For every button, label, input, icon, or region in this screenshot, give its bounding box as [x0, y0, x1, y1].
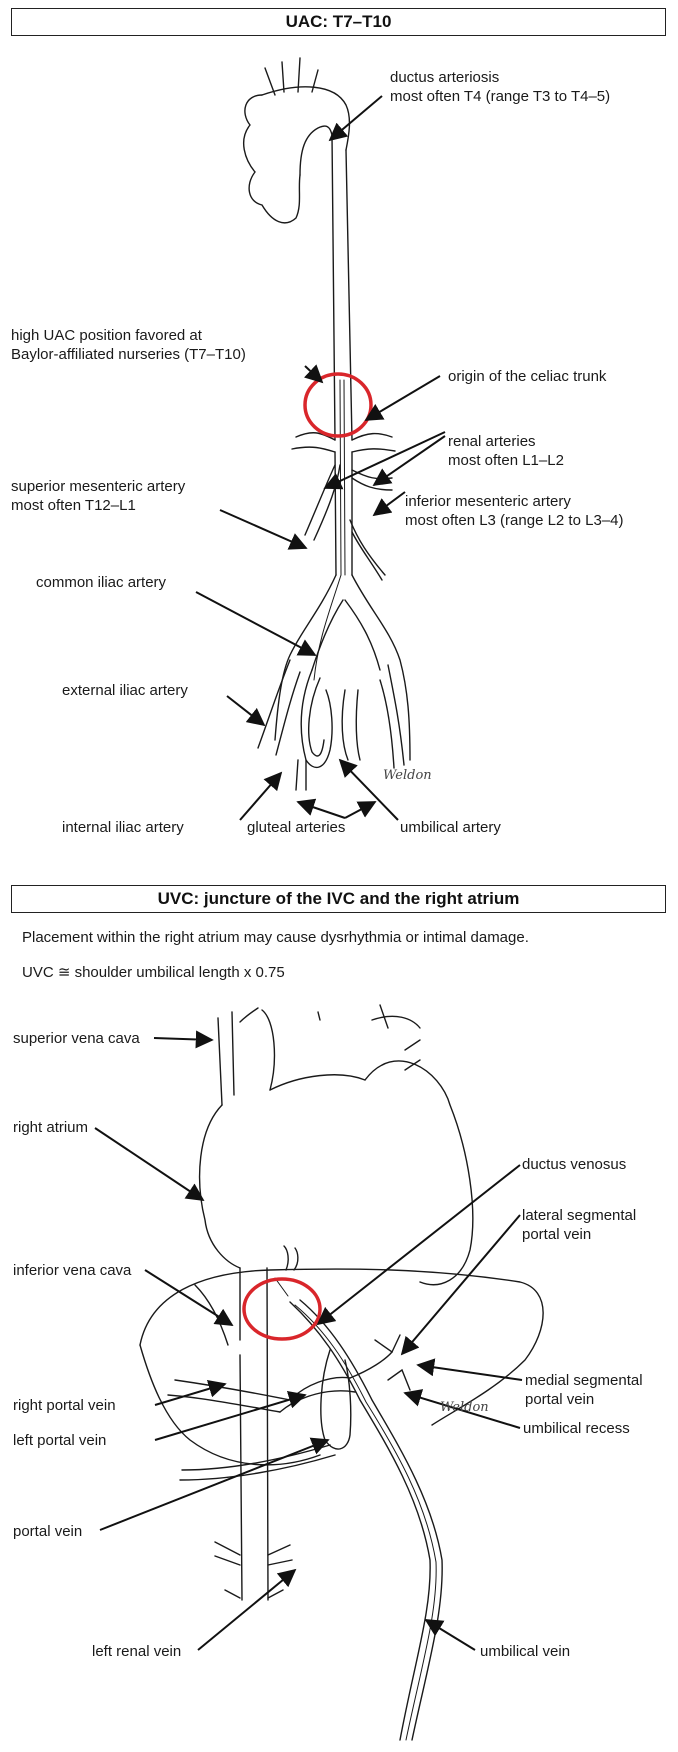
- gluteal-arteries-label: gluteal arteries: [247, 818, 345, 837]
- common-iliac-label: common iliac artery: [36, 573, 166, 592]
- ivc-label: inferior vena cava: [13, 1261, 131, 1280]
- artist-signature: Weldon: [383, 768, 432, 783]
- portal-vein-label: portal vein: [13, 1522, 82, 1541]
- ductus-venosus-label: ductus venosus: [522, 1155, 626, 1174]
- umbilical-vein-label: umbilical vein: [480, 1642, 570, 1661]
- umbilical-artery-label: umbilical artery: [400, 818, 501, 837]
- uvc-warning-note: Placement within the right atrium may ca…: [22, 928, 529, 947]
- uvc-length-formula: UVC ≅ shoulder umbilical length x 0.75: [22, 963, 285, 982]
- artist-signature-2: Weldon: [440, 1400, 489, 1415]
- left-portal-vein-label: left portal vein: [13, 1431, 106, 1450]
- internal-iliac-label: internal iliac artery: [62, 818, 184, 837]
- svc-label: superior vena cava: [13, 1029, 140, 1048]
- left-renal-vein-label: left renal vein: [92, 1642, 181, 1661]
- uac-target-circle: [305, 374, 371, 436]
- right-portal-vein-label: right portal vein: [13, 1396, 116, 1415]
- celiac-trunk-label: origin of the celiac trunk: [448, 367, 606, 386]
- uvc-title: UVC: juncture of the IVC and the right a…: [11, 885, 666, 913]
- umbilical-recess-label: umbilical recess: [523, 1419, 630, 1438]
- right-atrium-label: right atrium: [13, 1118, 88, 1137]
- external-iliac-label: external iliac artery: [62, 681, 188, 700]
- uac-arterial-illustration: [0, 0, 678, 840]
